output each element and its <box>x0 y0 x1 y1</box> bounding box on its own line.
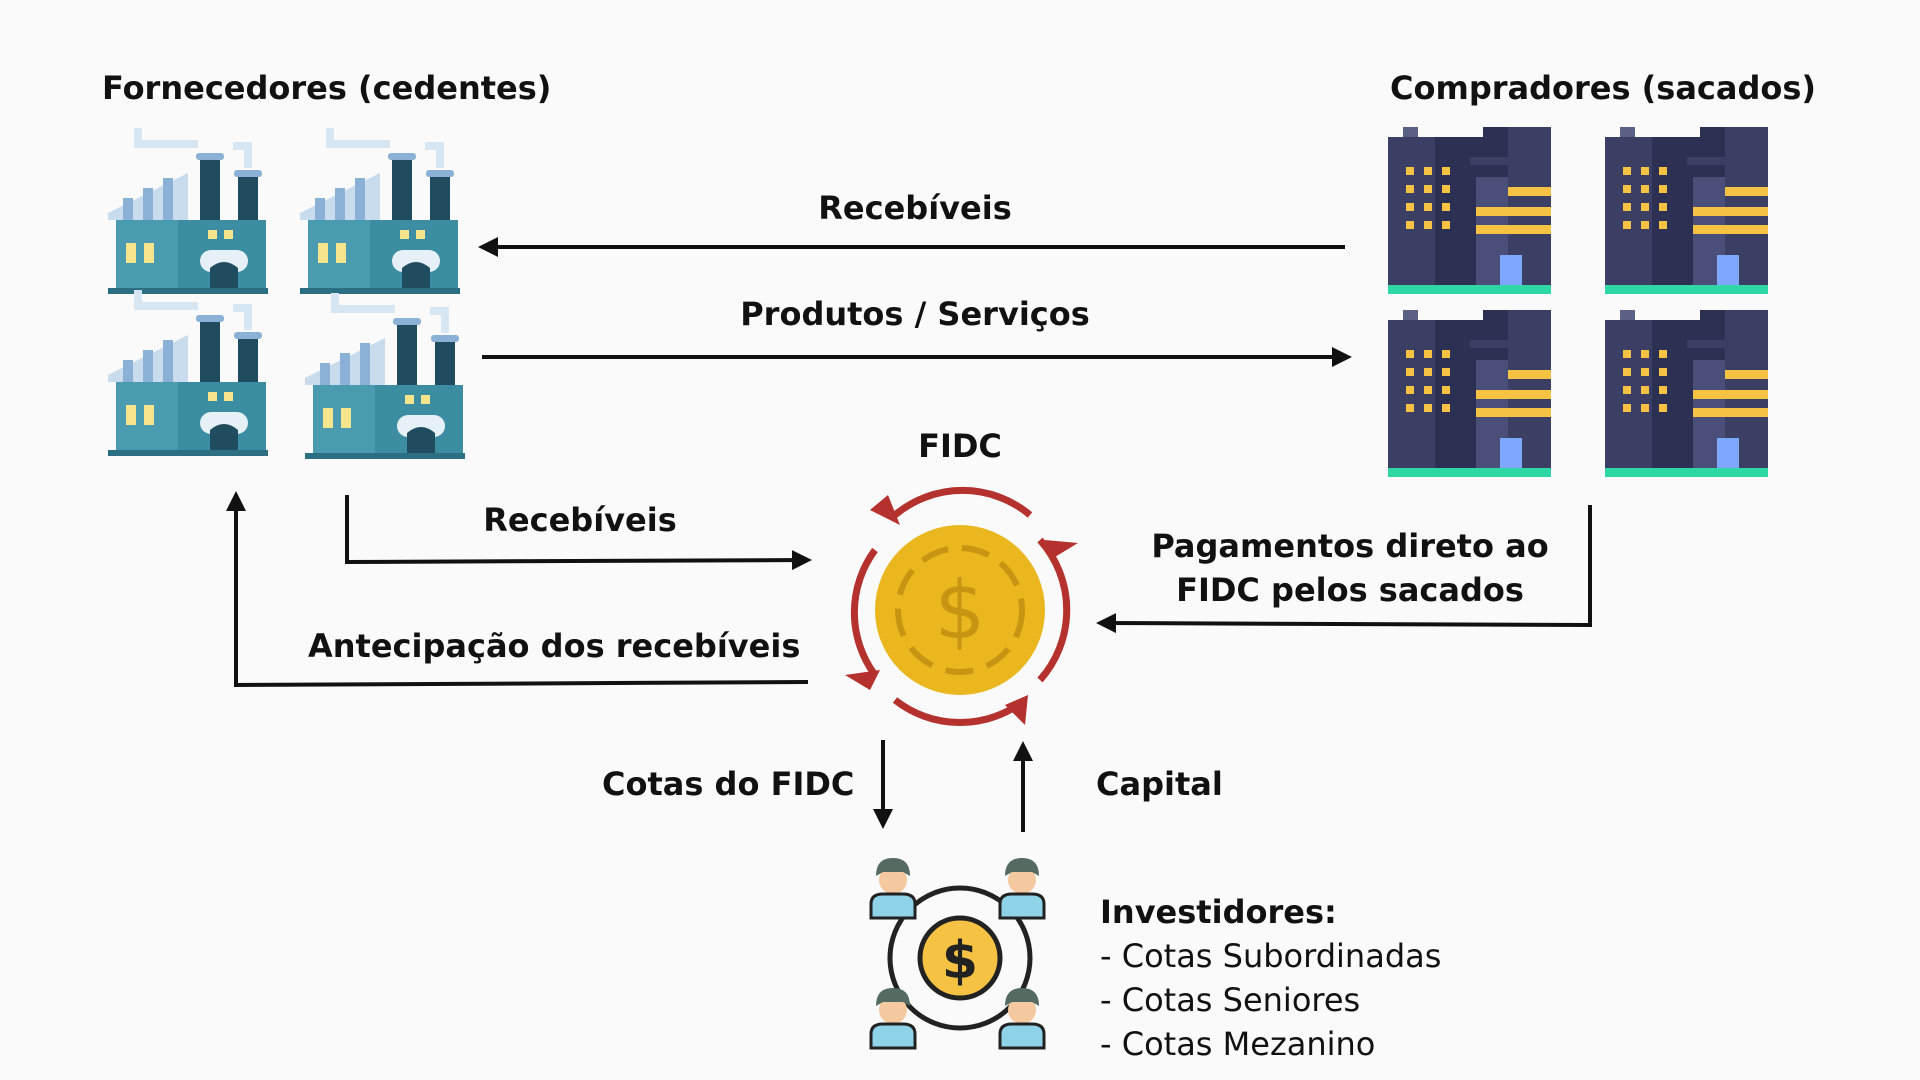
investors-title: Investidores: <box>1100 893 1337 931</box>
factory-icon <box>108 128 268 294</box>
suppliers-title: Fornecedores (cedentes) <box>102 69 552 107</box>
svg-text:$: $ <box>942 931 978 991</box>
advance-label: Antecipação dos recebíveis <box>308 627 801 665</box>
office-building-icon <box>1388 310 1551 477</box>
flow-arrows <box>226 237 1592 832</box>
office-building-icon <box>1605 310 1768 477</box>
payments-label-line1: Pagamentos direto ao <box>1151 527 1549 565</box>
capital-label: Capital <box>1096 765 1223 803</box>
receivables-top-label: Recebíveis <box>818 189 1012 227</box>
investors-item-subordinated: - Cotas Subordinadas <box>1100 937 1442 975</box>
investors-item-mezzanine: - Cotas Mezanino <box>1100 1025 1376 1063</box>
fidc-title: FIDC <box>918 427 1002 465</box>
buyers-title: Compradores (sacados) <box>1390 69 1817 107</box>
products-services-label: Produtos / Serviços <box>740 295 1090 333</box>
factory-icon <box>305 293 465 459</box>
arrow-receivables-to-fidc <box>345 495 812 571</box>
factory-icon <box>300 128 460 294</box>
arrow-advance-to-suppliers <box>226 491 809 688</box>
factory-icon <box>108 290 268 456</box>
dollar-coin-cycle-icon: $ <box>845 486 1078 726</box>
payments-label-line2: FIDC pelos sacados <box>1176 571 1524 609</box>
office-building-icon <box>1388 127 1551 294</box>
office-building-icon <box>1605 127 1768 294</box>
investors-item-senior: - Cotas Seniores <box>1100 981 1361 1019</box>
investors-network-icon: $ <box>869 856 1046 1050</box>
receivables-mid-label: Recebíveis <box>483 501 677 539</box>
arrow-payments-to-fidc <box>1096 505 1592 634</box>
quotas-label: Cotas do FIDC <box>602 765 855 803</box>
svg-text:$: $ <box>935 564 986 657</box>
